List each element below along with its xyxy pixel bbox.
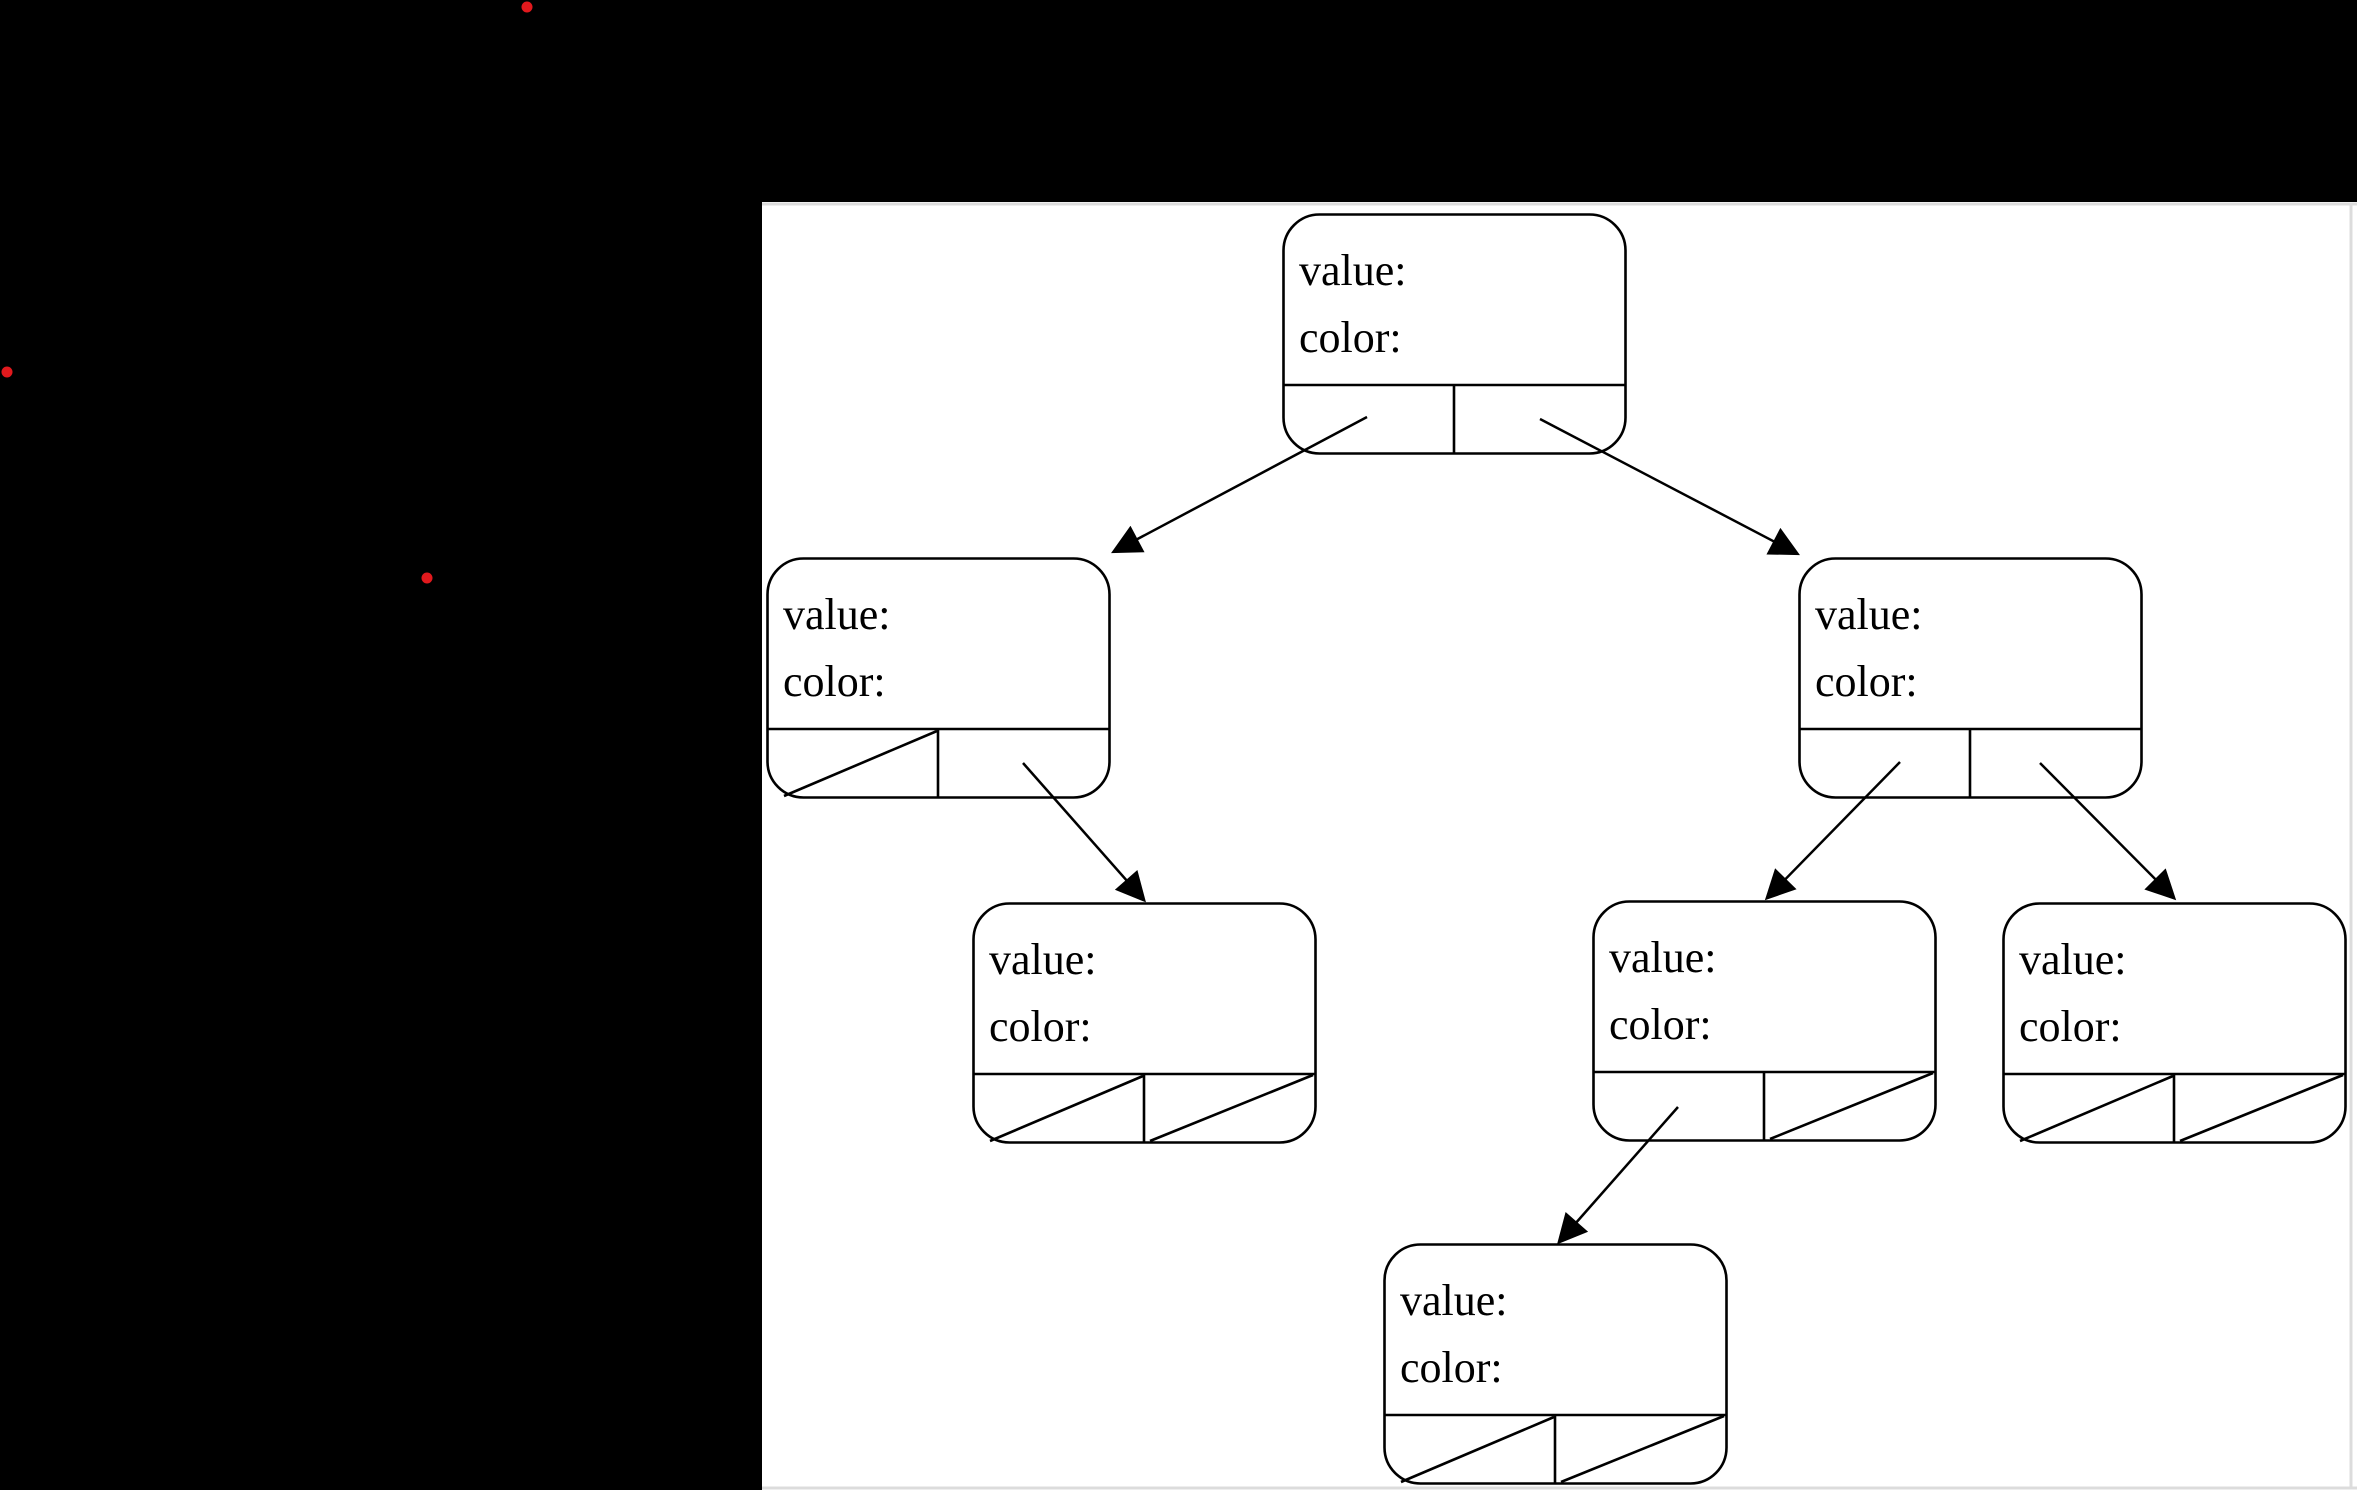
null-pointer-slash-right xyxy=(1769,1071,1934,1141)
null-pointer-slash-left xyxy=(1400,1415,1555,1484)
field-color: color: xyxy=(1815,657,1918,706)
annotation-dot-1 xyxy=(521,1,533,13)
node-box xyxy=(766,557,1111,799)
node-box xyxy=(1282,213,1627,455)
null-pointer-slash-right xyxy=(1560,1414,1725,1484)
null-pointer-slash-right xyxy=(1149,1073,1314,1143)
field-color: color: xyxy=(1400,1343,1503,1392)
edge-right-to-right-left xyxy=(1764,761,1901,901)
node-box xyxy=(1798,557,2143,799)
null-pointer-slash-right xyxy=(2179,1073,2344,1143)
tree-node-right-left-left: value: color: xyxy=(1383,1243,1728,1485)
field-value: value: xyxy=(1400,1276,1508,1325)
field-value: value: xyxy=(1299,246,1407,295)
tree-node-root: value: color: xyxy=(1282,213,1627,455)
field-color: color: xyxy=(1299,313,1402,362)
tree-node-right-left: value: color: xyxy=(1592,900,1937,1142)
null-pointer-slash-left xyxy=(783,729,938,798)
node-box xyxy=(1592,900,1937,1142)
field-color: color: xyxy=(783,657,886,706)
tree-node-left-right: value: color: xyxy=(972,902,1317,1144)
edge-right-left-to-right-left-left xyxy=(1557,1106,1679,1245)
edge-root-to-right xyxy=(1539,417,1800,556)
field-value: value: xyxy=(2019,935,2127,984)
node-box xyxy=(2002,902,2347,1144)
field-value: value: xyxy=(1815,590,1923,639)
node-box xyxy=(1383,1243,1728,1485)
edge-left-to-left-right xyxy=(1022,762,1146,903)
tree-node-right: value: color: xyxy=(1798,557,2143,799)
field-value: value: xyxy=(989,935,1097,984)
annotation-dot-2 xyxy=(1,366,13,378)
field-color: color: xyxy=(2019,1002,2122,1051)
field-value: value: xyxy=(783,590,891,639)
tree-node-right-right: value: color: xyxy=(2002,902,2347,1144)
field-color: color: xyxy=(1609,1000,1712,1049)
edge-right-to-right-right xyxy=(2039,762,2177,901)
node-box xyxy=(972,902,1317,1144)
null-pointer-slash-left xyxy=(989,1074,1144,1143)
annotation-dot-3 xyxy=(421,572,433,584)
null-pointer-slash-left xyxy=(2019,1074,2174,1143)
field-color: color: xyxy=(989,1002,1092,1051)
field-value: value: xyxy=(1609,933,1717,982)
edge-root-to-left xyxy=(1111,415,1368,554)
tree-node-left: value: color: xyxy=(766,557,1111,799)
